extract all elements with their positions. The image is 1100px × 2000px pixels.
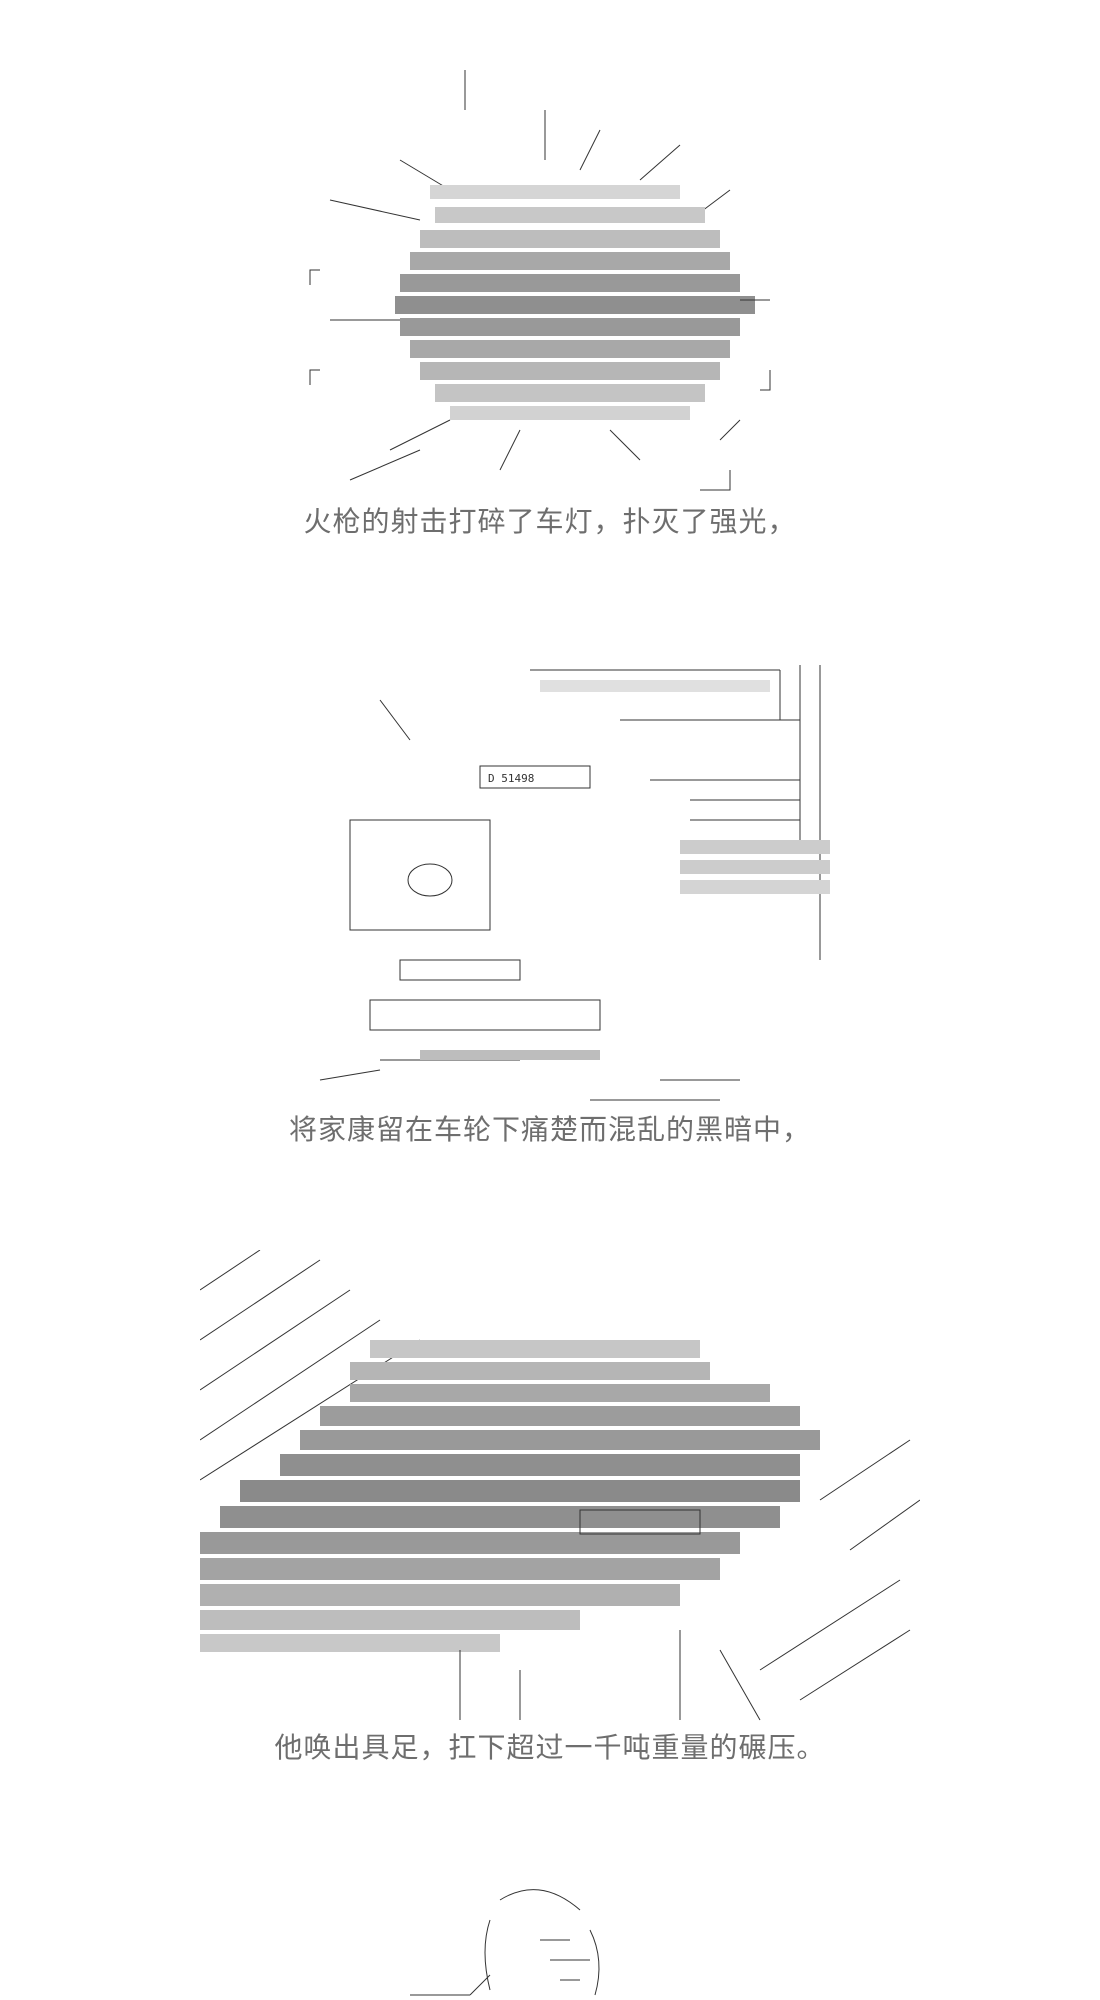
panel-1: 火枪的射击打碎了车灯，扑灭了强光，	[0, 0, 1100, 560]
ascii-art-burst	[309, 70, 771, 491]
panel-2-caption: 将家康留在车轮下痛楚而混乱的黑暗中，	[288, 1113, 811, 1146]
plate-text: D 51498	[488, 772, 534, 785]
panel-3: 他唤出具足，扛下超过一千吨重量的碾压。	[0, 1210, 1100, 1810]
panel-4	[0, 1880, 1100, 2000]
ascii-art-figure	[410, 1889, 600, 1996]
panel-2: D 51498 将家康留在车轮下痛楚而混乱的黑暗中，	[0, 600, 1100, 1170]
panel-3-caption: 他唤出具足，扛下超过一千吨重量的碾压。	[274, 1731, 826, 1764]
panel-1-caption: 火枪的射击打碎了车灯，扑灭了强光，	[303, 505, 797, 538]
ascii-art-armor	[200, 1250, 920, 1721]
ascii-art-car-wheel: D 51498	[319, 665, 830, 1101]
